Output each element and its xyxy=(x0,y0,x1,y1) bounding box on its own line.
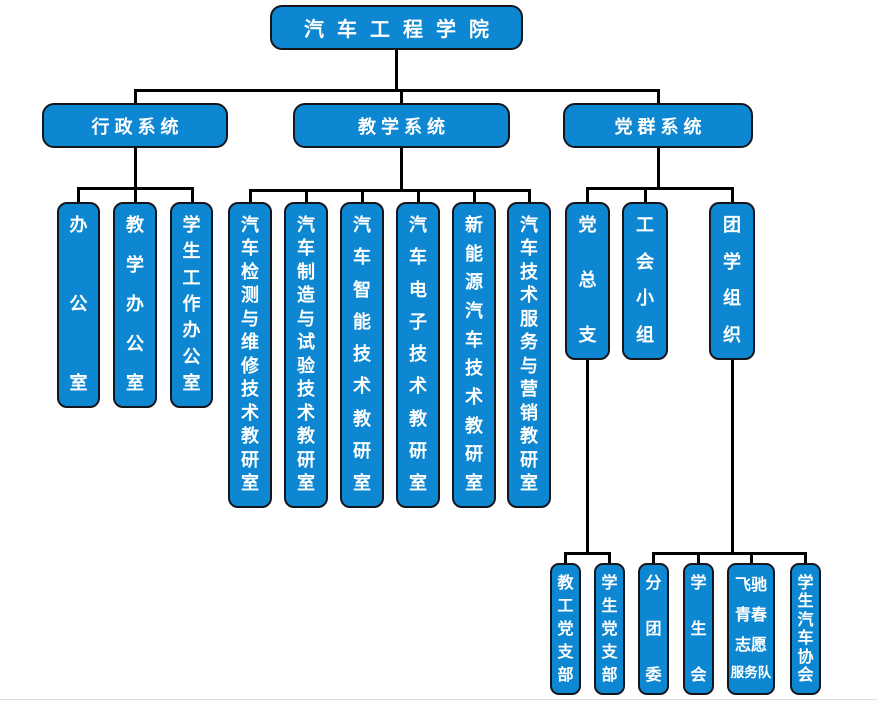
connector-party-drop-2 xyxy=(731,187,734,204)
connector-drop-admin xyxy=(134,89,137,105)
connector-teaching-drop-4 xyxy=(473,189,476,204)
connector-partygroup-bar xyxy=(564,552,611,555)
connector-partygroup-drop-0 xyxy=(564,552,567,565)
connector-teaching-stem xyxy=(400,146,403,192)
connector-party-bar xyxy=(586,187,734,190)
node-teaching-system: 教学系统 xyxy=(293,103,510,148)
node-student-union: 学生会 xyxy=(683,563,714,695)
node-league-committee: 分团委 xyxy=(638,563,669,695)
node-auto-manufacturing-testing-office: 汽车制造与试验技术教研室 xyxy=(284,202,328,508)
node-auto-intelligence-office: 汽车智能技术教研室 xyxy=(340,202,384,508)
connector-party-drop-1 xyxy=(644,187,647,204)
connector-party-branch-feed xyxy=(586,358,589,554)
connector-admin-stem xyxy=(134,146,137,190)
connector-league-feed xyxy=(731,358,734,554)
connector-root-stem xyxy=(395,48,398,92)
connector-party-drop-0 xyxy=(586,187,589,204)
connector-teaching-drop-5 xyxy=(528,189,531,204)
connector-teaching-bar xyxy=(249,189,531,192)
node-party-system: 党群系统 xyxy=(563,103,753,148)
connector-league-drop-0 xyxy=(652,552,655,565)
node-auto-inspection-maintenance-office: 汽车检测与维修技术教研室 xyxy=(228,202,272,508)
connector-league-drop-3 xyxy=(804,552,807,565)
node-auto-service-marketing-office: 汽车技术服务与营销教研室 xyxy=(507,202,551,508)
node-volunteer-service-team: 飞驰青春志愿服务队 xyxy=(727,563,775,695)
connector-admin-drop-1 xyxy=(134,187,137,204)
connector-teaching-drop-0 xyxy=(249,189,252,204)
node-union-group: 工会小组 xyxy=(622,202,668,360)
bottom-divider xyxy=(0,699,877,700)
connector-drop-teaching xyxy=(400,89,403,105)
node-auto-electronics-office: 汽车电子技术教研室 xyxy=(396,202,440,508)
connector-league-drop-1 xyxy=(697,552,700,565)
connector-teaching-drop-3 xyxy=(417,189,420,204)
node-student-party-branch: 学生党支部 xyxy=(594,563,625,695)
connector-drop-party xyxy=(657,89,660,105)
node-root: 汽车工程学院 xyxy=(270,5,523,50)
node-student-auto-association: 学生汽车协会 xyxy=(790,563,821,695)
connector-admin-drop-2 xyxy=(191,187,194,204)
connector-level1-bar xyxy=(134,89,660,92)
node-teaching-office: 教学办公室 xyxy=(113,202,157,408)
node-league-student-org: 团学组织 xyxy=(709,202,755,360)
node-admin-system: 行政系统 xyxy=(42,103,228,148)
connector-league-bar xyxy=(652,552,807,555)
connector-partygroup-drop-1 xyxy=(608,552,611,565)
node-party-general-branch: 党总支 xyxy=(565,202,610,360)
connector-teaching-drop-1 xyxy=(305,189,308,204)
node-student-affairs-office: 学生工作办公室 xyxy=(170,202,213,408)
node-faculty-party-branch: 教工党支部 xyxy=(550,563,581,695)
connector-party-stem xyxy=(657,146,660,190)
node-new-energy-vehicle-office: 新能源汽车技术教研室 xyxy=(452,202,496,508)
connector-league-drop-2 xyxy=(750,552,753,565)
connector-admin-drop-0 xyxy=(77,187,80,204)
node-office: 办公室 xyxy=(57,202,100,408)
connector-teaching-drop-2 xyxy=(361,189,364,204)
